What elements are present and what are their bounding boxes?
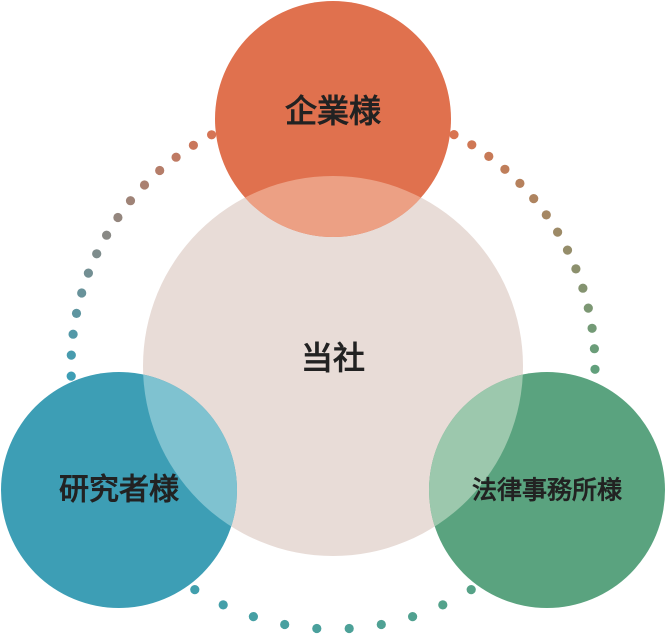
dot-company-lawfirm	[590, 364, 600, 374]
dot-researcher-company	[207, 130, 217, 140]
center-label: 当社	[301, 339, 365, 377]
dot-researcher-company	[171, 152, 181, 162]
dot-researcher-company	[125, 196, 136, 206]
dot-researcher-company	[188, 140, 198, 150]
dot-company-lawfirm	[553, 227, 563, 237]
dot-company-lawfirm	[571, 264, 581, 274]
dot-researcher-lawfirm	[376, 619, 386, 630]
dot-researcher-company	[113, 212, 123, 223]
center-circle	[143, 176, 523, 556]
dot-researcher-lawfirm	[280, 619, 290, 630]
dot-company-lawfirm	[587, 323, 597, 333]
dot-company-lawfirm	[589, 344, 600, 354]
dot-company-lawfirm	[583, 303, 593, 313]
dot-researcher-lawfirm	[344, 623, 354, 634]
researcher-label: 研究者様	[59, 473, 180, 508]
dot-researcher-company	[66, 350, 76, 360]
dot-researcher-lawfirm	[248, 612, 258, 622]
dot-researcher-company	[139, 180, 150, 190]
dot-company-lawfirm	[541, 210, 551, 220]
dot-company-lawfirm	[500, 164, 510, 174]
connector-dots	[66, 121, 600, 634]
dot-company-lawfirm	[449, 130, 459, 140]
company-circle	[215, 1, 451, 237]
dot-company-lawfirm	[578, 283, 588, 293]
dot-researcher-lawfirm	[438, 600, 448, 610]
dot-company-lawfirm	[529, 194, 539, 204]
dot-researcher-lawfirm	[312, 623, 322, 634]
dot-company-lawfirm	[515, 178, 525, 188]
dot-researcher-company	[92, 249, 102, 259]
dot-researcher-company	[77, 288, 87, 298]
dot-researcher-lawfirm	[466, 585, 476, 595]
dot-company-lawfirm	[467, 140, 477, 150]
dot-researcher-company	[68, 329, 78, 339]
dot-researcher-lawfirm	[408, 612, 418, 622]
dot-researcher-company	[155, 165, 165, 176]
dot-researcher-lawfirm	[190, 585, 200, 595]
dot-company-lawfirm	[562, 245, 573, 255]
lawfirm-label: 法律事務所様	[472, 476, 623, 505]
dot-company-lawfirm	[484, 151, 494, 161]
dot-researcher-lawfirm	[218, 600, 228, 610]
dot-researcher-company	[83, 268, 93, 278]
dot-researcher-company	[66, 371, 76, 381]
dot-researcher-company	[102, 230, 112, 240]
dot-researcher-company	[71, 308, 82, 318]
company-label: 企業様	[285, 92, 382, 130]
